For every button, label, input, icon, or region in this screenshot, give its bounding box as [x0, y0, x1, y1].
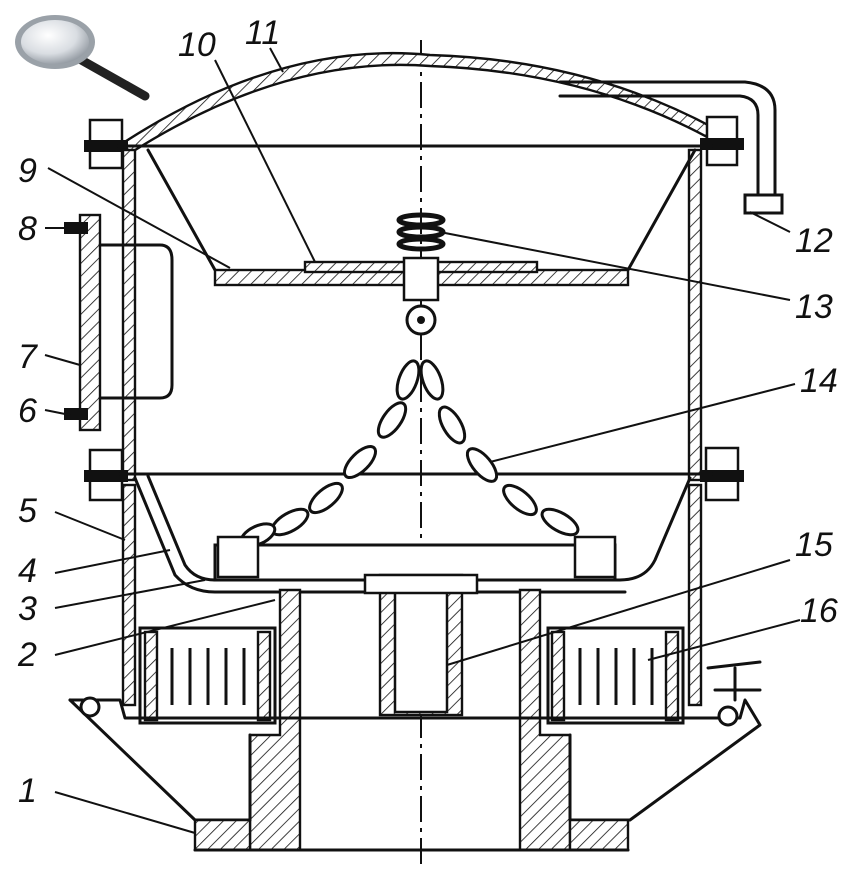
- label-5: 5: [18, 492, 37, 530]
- casing-left-upper: [121, 148, 137, 482]
- spring: [396, 212, 446, 252]
- motor-left: [138, 626, 277, 725]
- base-frame: [68, 698, 762, 822]
- lid-dome: [117, 51, 737, 154]
- label-2: 2: [17, 636, 37, 674]
- label-3: 3: [18, 590, 37, 628]
- bolt-top-left: [84, 118, 128, 170]
- label-12: 12: [795, 222, 833, 260]
- bolt-mid-left: [84, 448, 128, 502]
- label-4: 4: [18, 552, 37, 590]
- label-14: 14: [800, 362, 838, 400]
- label-11: 11: [245, 14, 280, 52]
- label-13: 13: [795, 288, 833, 326]
- magnifier-icon[interactable]: [10, 12, 150, 102]
- door-box: [98, 243, 174, 400]
- base-foot: [193, 818, 252, 852]
- label-10: 10: [178, 26, 216, 64]
- label-1: 1: [18, 772, 37, 810]
- label-15: 15: [795, 526, 833, 564]
- side-door: [78, 213, 102, 432]
- motor-right: [546, 626, 685, 725]
- label-16: 16: [800, 592, 838, 630]
- vent-pipe: [558, 80, 777, 197]
- label-6: 6: [18, 392, 37, 430]
- label-8: 8: [18, 210, 37, 248]
- pipe-nozzle: [743, 193, 784, 215]
- wing-nut: [706, 660, 762, 702]
- bolt-top-right: [700, 115, 744, 167]
- chain: [239, 359, 580, 548]
- casing-right-upper: [687, 148, 703, 482]
- label-7: 7: [18, 338, 38, 376]
- label-9: 9: [18, 152, 37, 190]
